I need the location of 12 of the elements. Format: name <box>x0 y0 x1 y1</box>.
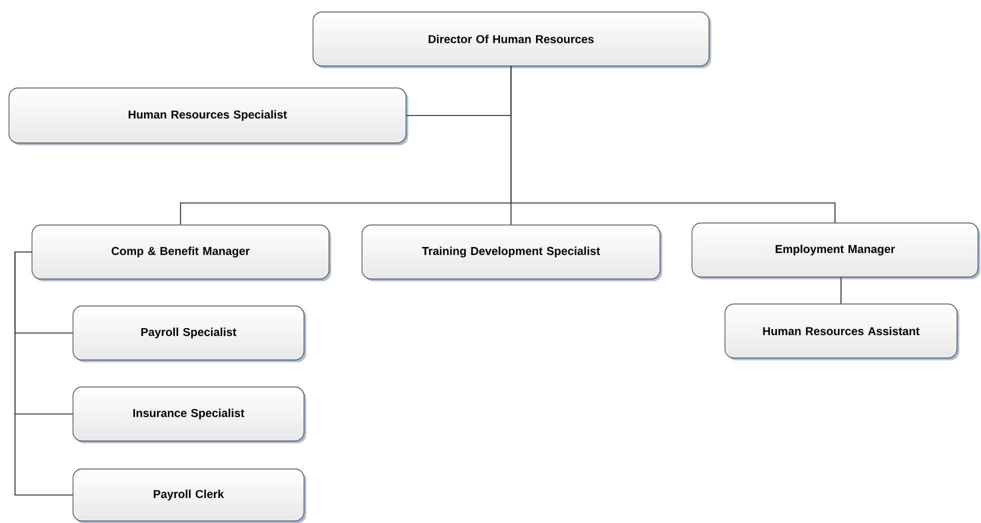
connector-line <box>510 66 836 223</box>
position-box: Training Development Specialist <box>362 224 662 282</box>
position-box: Employment Manager <box>692 222 980 280</box>
connector-line <box>840 277 842 304</box>
position-box: Director Of Human Resources <box>312 12 712 68</box>
position-box: Payroll Specialist <box>72 306 306 362</box>
position-box: Human Resources Assistant <box>724 304 960 360</box>
connector-line <box>14 251 73 496</box>
position-box: Comp & Benefit Manager <box>32 224 332 282</box>
position-box: Insurance Specialist <box>72 386 306 444</box>
position-box: Human Resources Specialist <box>8 88 408 146</box>
position-box: Payroll Clerk <box>72 468 306 523</box>
